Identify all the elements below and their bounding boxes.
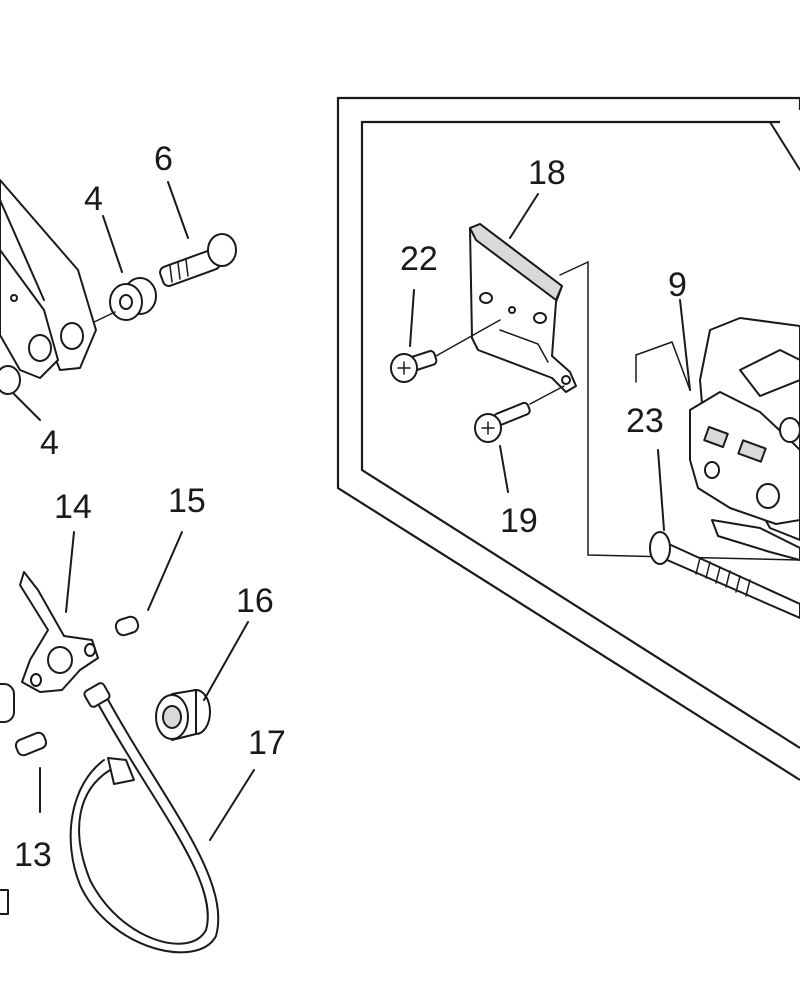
part-19-screw [474,385,565,493]
callout-9: 9 [668,266,687,304]
part-4-spacer-lower [0,365,41,421]
part-6-bolt [159,181,237,287]
part-17-band [69,682,255,954]
callout-23: 23 [626,402,664,440]
callout-6: 6 [154,140,173,178]
part-23-bolt [635,354,800,619]
part-9-housing [635,299,800,561]
callout-15: 15 [168,482,206,520]
callout-16: 16 [236,582,274,620]
callout-19: 19 [500,502,538,540]
part-16-grommet [155,621,249,741]
callout-18: 18 [528,154,566,192]
callout-14: 14 [54,488,92,526]
callout-4-upper: 4 [84,180,103,218]
bottom-left-fragment [0,889,9,915]
part-4-spacer-upper [89,215,157,325]
part-22-screw [390,289,501,383]
arm-bracket [0,179,97,379]
callout-13: 13 [14,836,52,874]
callout-22: 22 [400,240,438,278]
part-13-pin [14,731,48,813]
callout-4-lower: 4 [40,424,59,462]
callout-17: 17 [248,724,286,762]
part-14-lever [19,531,99,693]
part-18-guide-plate [469,193,577,393]
callout-labels: 6 4 4 14 15 16 13 17 18 22 19 9 23 [14,140,687,874]
part-15-pin [114,531,183,637]
left-cylinder [0,683,15,723]
